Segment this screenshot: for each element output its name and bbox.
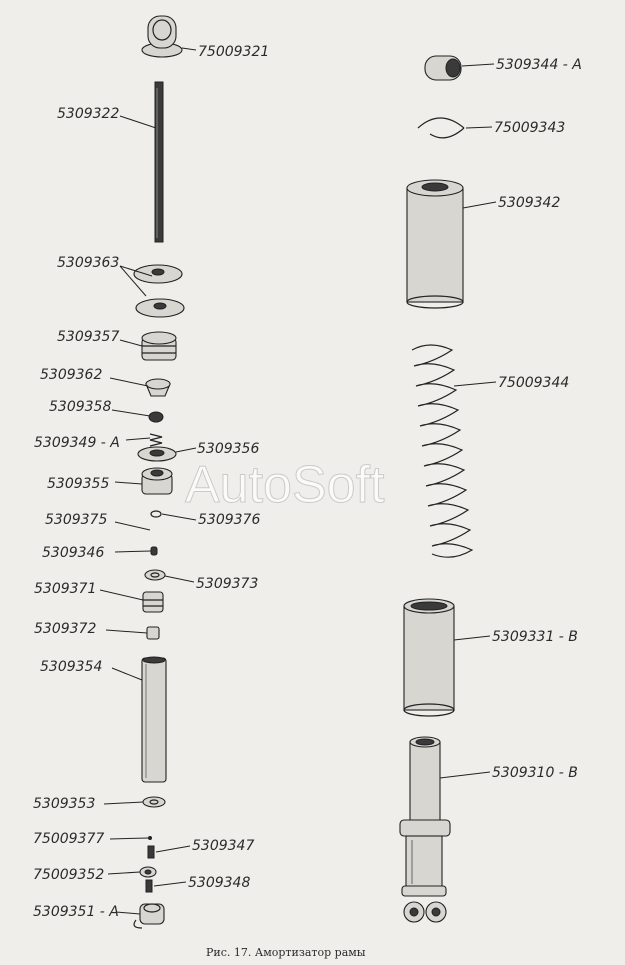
label-75009321: 75009321 [198, 44, 269, 60]
label-5309375: 5309375 [45, 512, 107, 528]
figure-caption: Рис. 17. Амортизатор рамы [206, 946, 366, 959]
part-75009343 [417, 117, 465, 139]
label-5309348: 5309348 [188, 875, 250, 891]
label-5309356: 5309356 [197, 441, 259, 457]
label-5309371: 5309371 [34, 581, 96, 597]
label-5309357: 5309357 [57, 329, 119, 345]
part-5309331B [403, 598, 455, 717]
part-5309344A [424, 55, 462, 81]
label-5309331B: 5309331 - B [492, 629, 578, 645]
part-5309348 [145, 879, 153, 893]
part-75009377 [148, 836, 152, 840]
part-75009344 [411, 344, 474, 558]
label-5309349A: 5309349 - A [34, 435, 120, 451]
part-5309373 [144, 569, 166, 581]
watermark: AutoSoft [185, 456, 385, 514]
label-5309351A: 5309351 - A [33, 904, 119, 920]
part-5309357 [141, 331, 177, 361]
part-5309376 [150, 510, 162, 518]
part-5309354 [141, 656, 167, 783]
part-5309310B [399, 736, 451, 923]
part-5309349A [149, 433, 163, 447]
part-5309355 [141, 467, 173, 495]
label-5309347: 5309347 [192, 838, 254, 854]
label-5309322: 5309322 [57, 106, 119, 122]
part-5309362 [145, 378, 171, 397]
part-5309351A [133, 903, 165, 929]
part-5309358 [148, 411, 164, 423]
label-5309362: 5309362 [40, 367, 102, 383]
part-5309356 [137, 446, 177, 462]
label-75009343: 75009343 [494, 120, 565, 136]
part-75009352 [139, 866, 157, 878]
label-75009352: 75009352 [33, 867, 104, 883]
label-75009377: 75009377 [33, 831, 104, 847]
label-5309346: 5309346 [42, 545, 104, 561]
leader-lines [99, 47, 497, 915]
part-5309363 [133, 264, 185, 318]
label-5309358: 5309358 [49, 399, 111, 415]
part-5309347 [147, 845, 155, 859]
part-5309322 [154, 81, 164, 243]
label-5309344A: 5309344 - A [496, 57, 582, 73]
part-5309342 [406, 179, 464, 309]
part-5309353 [142, 796, 166, 808]
label-5309354: 5309354 [40, 659, 102, 675]
part-labels: 75009321 5309322 5309363 5309357 5309362… [33, 44, 582, 920]
part-5309346 [150, 546, 158, 556]
label-5309376: 5309376 [198, 512, 260, 528]
label-5309355: 5309355 [47, 476, 109, 492]
part-75009321 [141, 15, 183, 58]
label-5309372: 5309372 [34, 621, 96, 637]
label-75009344: 75009344 [498, 375, 569, 391]
label-5309373: 5309373 [196, 576, 258, 592]
label-5309310B: 5309310 - B [492, 765, 578, 781]
part-5309372 [146, 626, 160, 640]
part-5309371 [142, 591, 164, 613]
label-5309342: 5309342 [498, 195, 560, 211]
label-5309363: 5309363 [57, 255, 119, 271]
label-5309353: 5309353 [33, 796, 95, 812]
